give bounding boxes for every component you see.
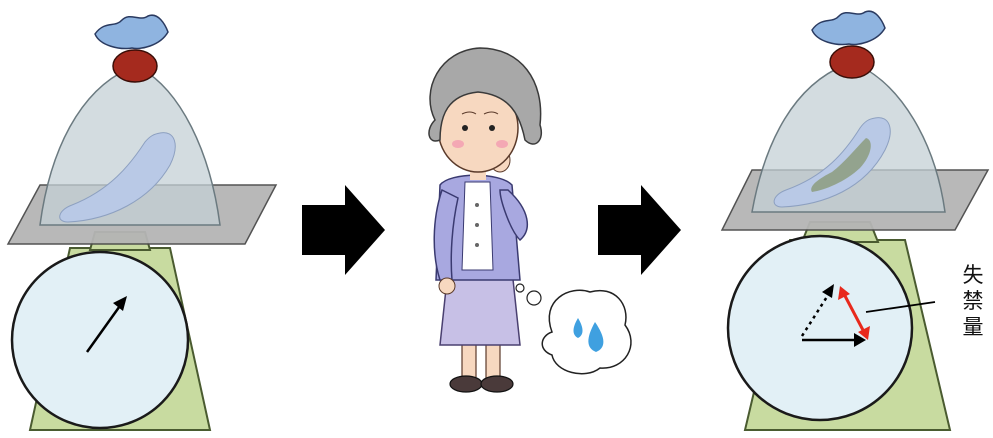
shoe-left xyxy=(450,376,482,392)
bag-tie-band xyxy=(830,46,874,78)
label-char: 禁 xyxy=(958,288,988,314)
incontinence-amount-label: 失 禁 量 xyxy=(958,262,988,340)
bag-tie-band xyxy=(113,50,157,82)
plastic-bag xyxy=(752,65,945,212)
elderly-woman-illustration xyxy=(429,48,541,392)
label-char: 失 xyxy=(958,262,988,288)
scale-after xyxy=(722,11,988,430)
right-arrow-icon xyxy=(302,185,385,275)
bag-tie-cloth xyxy=(95,15,168,48)
bag-tie-cloth xyxy=(812,11,885,44)
right-arrow-icon xyxy=(598,185,681,275)
shoe-right xyxy=(481,376,513,392)
scale-dial xyxy=(728,236,912,420)
thought-bubble xyxy=(516,284,631,374)
label-char: 量 xyxy=(958,314,988,340)
scale-dial xyxy=(12,252,188,428)
scale-before xyxy=(8,15,276,430)
